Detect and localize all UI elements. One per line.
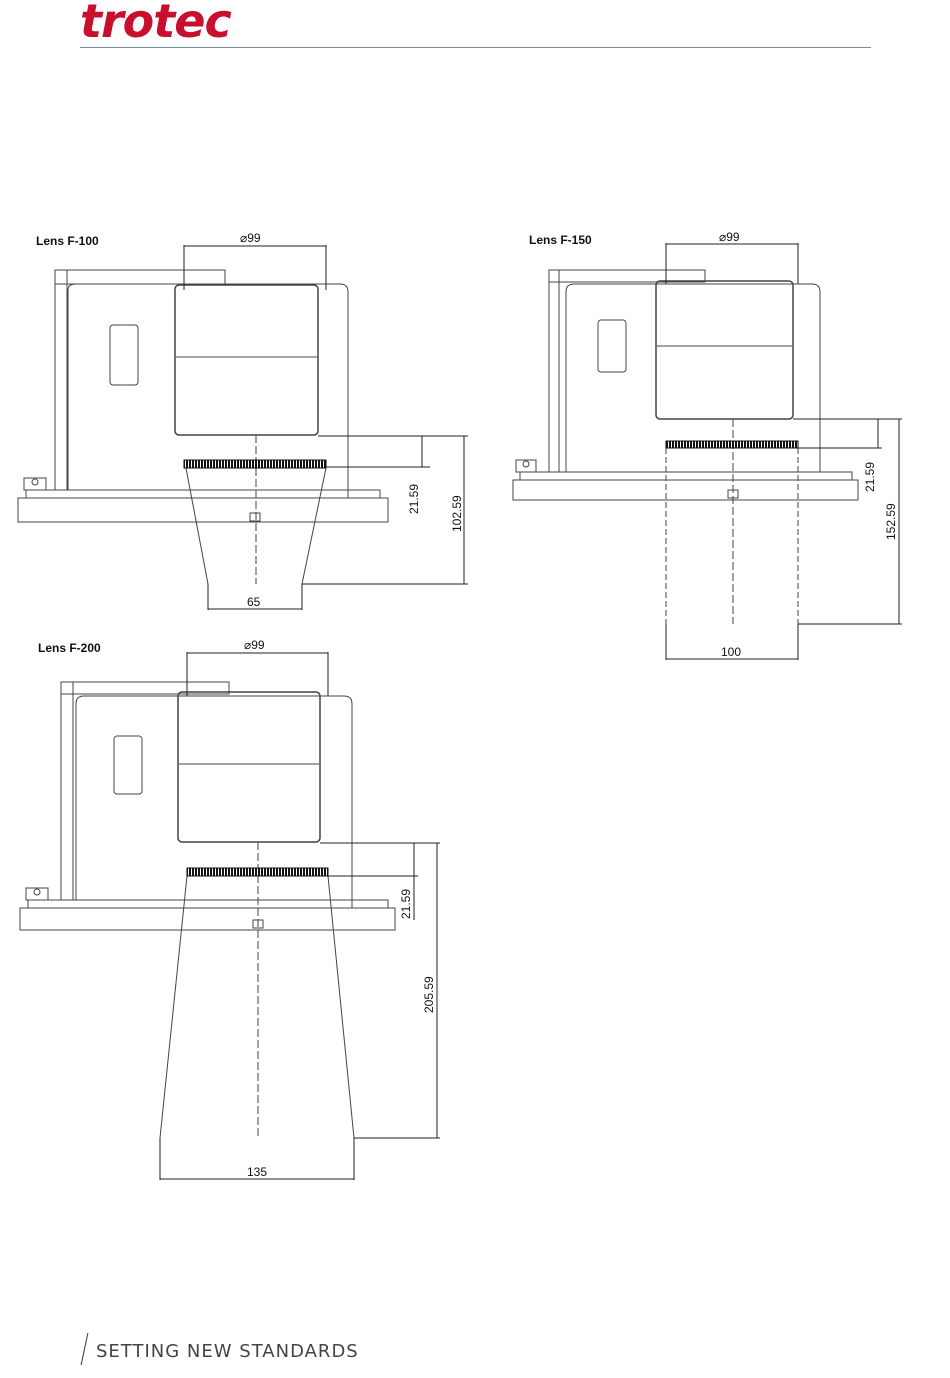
f200-barrel [178, 692, 320, 842]
f150-rear-plate [549, 270, 559, 472]
f100-screw [24, 478, 46, 490]
f150-top-bracket [549, 270, 705, 282]
f200-base-plate [20, 908, 395, 930]
f150-base-plate [513, 480, 858, 500]
f200-rear-plate [61, 682, 73, 900]
lens-f200-drawing [20, 682, 395, 1138]
f150-lens-ring [666, 441, 798, 448]
f150-barrel [656, 281, 793, 419]
f100-ring-height-label: 21.59 [407, 484, 421, 514]
f150-total-height-label: 152.59 [884, 503, 898, 540]
f100-screw-head [32, 479, 38, 485]
f100-total-height-label: 102.59 [450, 495, 464, 532]
f150-ring-height-label: 21.59 [863, 462, 877, 492]
f150-title: Lens F-150 [529, 233, 592, 247]
f200-screw-head [34, 889, 40, 895]
f100-lens-ring [184, 460, 326, 468]
f100-nozzle [250, 513, 260, 521]
f100-dimensions [184, 245, 468, 610]
f150-diameter-label: ⌀99 [719, 230, 740, 244]
f150-window [598, 320, 626, 372]
f200-base-top [28, 900, 388, 908]
f150-screw [516, 460, 536, 472]
f150-base-top [520, 472, 852, 480]
f200-lens-ring [187, 868, 328, 876]
f150-beam-cone [666, 448, 798, 624]
f200-total-height-label: 205.59 [422, 976, 436, 1013]
lens-f100-drawing [18, 270, 388, 584]
f150-dimensions [666, 243, 902, 660]
f100-rear-plate [55, 270, 67, 490]
f200-dimensions [160, 652, 440, 1180]
f100-base-top [26, 490, 380, 498]
f200-bottom-width-label: 135 [247, 1165, 267, 1179]
f200-ring-height-label: 21.59 [399, 889, 413, 919]
f100-title: Lens F-100 [36, 234, 99, 248]
f100-bottom-width-label: 65 [247, 595, 261, 609]
f200-window [114, 736, 142, 794]
f100-top-bracket [55, 270, 225, 284]
f200-diameter-label: ⌀99 [244, 638, 265, 652]
f100-diameter-label: ⌀99 [240, 231, 261, 245]
f150-bottom-width-label: 100 [721, 645, 741, 659]
f100-base-plate [18, 498, 388, 522]
f200-beam-cone [160, 876, 354, 1138]
f100-barrel [175, 285, 318, 435]
f150-screw-head [523, 461, 529, 467]
f200-screw [26, 888, 48, 900]
footer-tagline: SETTING NEW STANDARDS [96, 1341, 359, 1362]
f100-window [110, 325, 138, 385]
f200-title: Lens F-200 [38, 641, 101, 655]
